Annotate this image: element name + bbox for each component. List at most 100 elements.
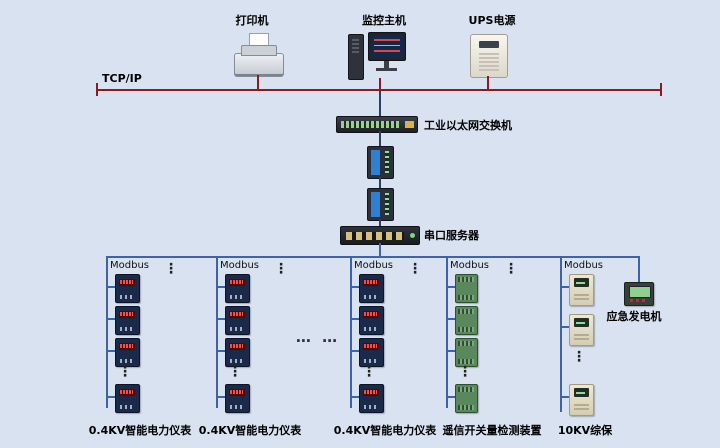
power-meter-icon	[225, 306, 250, 335]
device-drop-line	[446, 396, 455, 398]
ethernet-switch-label: 工业以太网交换机	[424, 119, 512, 132]
device-drop-line	[216, 350, 225, 352]
more-devices-dots: ⋮	[118, 364, 132, 380]
more-devices-dots: ⋮	[408, 261, 422, 277]
tcpip-bus-line	[97, 89, 662, 91]
modbus-branch-2: Modbus ⋮ ⋮ 0.4KV智能电力仪表	[199, 256, 311, 442]
printer-drop-line	[257, 75, 259, 89]
bus-to-switch-line	[379, 91, 381, 116]
printer-icon	[234, 33, 284, 77]
power-meter-icon	[115, 274, 140, 303]
branch-caption: 0.4KV智能电力仪表	[198, 424, 302, 437]
meter-connection-row	[350, 306, 386, 336]
branch-bus-line	[446, 256, 448, 408]
protection-relay-icon	[569, 314, 594, 346]
device-drop-line	[106, 396, 115, 398]
device-column: ⋮	[106, 256, 201, 442]
modbus-label: Modbus	[450, 260, 489, 271]
computer-tower-icon	[348, 34, 364, 80]
serial-to-bus-line	[379, 243, 381, 257]
generator-controller-icon	[624, 282, 654, 306]
more-devices-dots: ⋮	[362, 364, 376, 380]
modbus-label: Modbus	[354, 260, 393, 271]
ups-label: UPS电源	[468, 14, 516, 27]
device-drop-line	[560, 326, 569, 328]
more-branches-dots: … …	[295, 328, 341, 346]
serial-server-icon	[340, 226, 420, 245]
device-drop-line	[216, 318, 225, 320]
media-converter-icon	[367, 146, 394, 179]
bus-end-tick	[660, 83, 662, 96]
device-drop-line	[350, 396, 359, 398]
converter-link-line	[379, 177, 381, 188]
device-column: ⋮	[560, 256, 655, 442]
host-drop-line	[379, 78, 381, 89]
device-drop-line	[106, 318, 115, 320]
more-devices-dots: ⋮	[228, 364, 242, 380]
more-devices-dots: ⋮	[572, 349, 586, 365]
bus-end-tick	[96, 83, 98, 96]
monitor-host-icon	[348, 30, 408, 80]
io-connection-row	[446, 338, 482, 368]
branch-caption: 10KV综保	[557, 424, 613, 437]
branch-caption: 0.4KV智能电力仪表	[333, 424, 437, 437]
relay-connection-row	[560, 274, 596, 306]
meter-connection-row	[216, 338, 252, 368]
power-meter-icon	[359, 306, 384, 335]
power-meter-icon	[115, 384, 140, 413]
io-module-icon	[455, 306, 478, 335]
meter-connection-row	[106, 274, 142, 304]
meter-connection-row	[350, 338, 386, 368]
device-column: ⋮	[446, 256, 541, 442]
device-drop-line	[106, 286, 115, 288]
device-drop-line	[446, 318, 455, 320]
meter-connection-row	[350, 274, 386, 304]
branch-bus-line	[350, 256, 352, 408]
power-meter-icon	[359, 338, 384, 367]
device-drop-line	[560, 396, 569, 398]
ups-icon	[470, 34, 508, 78]
converter-to-serial-line	[379, 219, 381, 226]
modbus-label: Modbus	[220, 260, 259, 271]
power-meter-icon	[225, 384, 250, 413]
modbus-branch-5: Modbus ⋮ 10KV综保	[557, 256, 655, 442]
protection-relay-icon	[569, 274, 594, 306]
power-meter-icon	[115, 338, 140, 367]
media-converter-icon	[367, 188, 394, 221]
meter-connection-row	[106, 384, 142, 414]
device-drop-line	[446, 286, 455, 288]
switch-to-converter-line	[379, 131, 381, 146]
io-module-icon	[455, 338, 478, 367]
io-module-icon	[455, 274, 478, 303]
tcpip-label: TCP/IP	[102, 72, 142, 85]
meter-connection-row	[106, 306, 142, 336]
branch-caption: 遥信开关量检测装置	[442, 424, 542, 437]
io-connection-row	[446, 306, 482, 336]
power-meter-icon	[359, 274, 384, 303]
generator-drop-line	[638, 256, 640, 282]
printer-label: 打印机	[235, 14, 269, 27]
branch-caption: 0.4KV智能电力仪表	[88, 424, 192, 437]
modbus-distribution-line	[106, 256, 640, 258]
power-meter-icon	[115, 306, 140, 335]
more-devices-dots: ⋮	[164, 261, 178, 277]
monitor-screen-icon	[368, 32, 406, 61]
relay-connection-row	[560, 314, 596, 346]
device-drop-line	[560, 286, 569, 288]
device-drop-line	[106, 350, 115, 352]
device-column: ⋮	[216, 256, 311, 442]
modbus-branch-1: Modbus ⋮ ⋮ 0.4KV智能电力仪表	[89, 256, 201, 442]
power-meter-icon	[225, 338, 250, 367]
serial-server-label: 串口服务器	[424, 229, 479, 242]
ethernet-switch-icon	[336, 116, 418, 133]
relay-connection-row	[560, 384, 596, 416]
modbus-label: Modbus	[564, 260, 603, 271]
modbus-label: Modbus	[110, 260, 149, 271]
io-connection-row	[446, 274, 482, 304]
more-devices-dots: ⋮	[274, 261, 288, 277]
device-drop-line	[446, 350, 455, 352]
modbus-branch-3: Modbus ⋮ ⋮ 0.4KV智能电力仪表	[334, 256, 445, 442]
power-meter-icon	[359, 384, 384, 413]
meter-connection-row	[350, 384, 386, 414]
